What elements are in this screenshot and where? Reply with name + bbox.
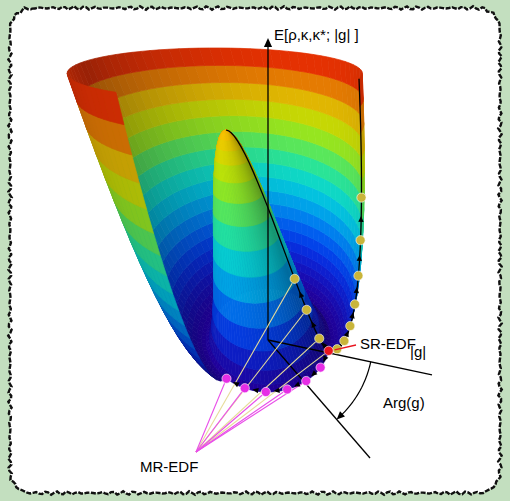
- surface-patch: [185, 335, 195, 350]
- surface-patch: [245, 251, 252, 277]
- surface-patch: [216, 178, 218, 198]
- surface-patch: [235, 363, 239, 378]
- surface-patch: [214, 195, 216, 217]
- surface-patch: [190, 346, 200, 359]
- panel-border: [8, 6, 502, 495]
- energy-surface: [67, 48, 364, 392]
- surface-patch: [288, 219, 295, 232]
- surface-patch: [179, 322, 190, 338]
- surface-patch: [241, 226, 247, 251]
- surface-patch: [237, 203, 243, 226]
- surface-patch: [264, 370, 270, 384]
- surface-patch: [257, 328, 264, 351]
- surface-patch: [254, 303, 261, 328]
- surface-patch: [215, 196, 217, 218]
- surface-patch: [215, 178, 217, 198]
- surface-patch: [249, 277, 256, 303]
- surface-patch: [195, 356, 204, 367]
- surface-patch: [283, 229, 290, 241]
- panel-ground: [10, 8, 500, 493]
